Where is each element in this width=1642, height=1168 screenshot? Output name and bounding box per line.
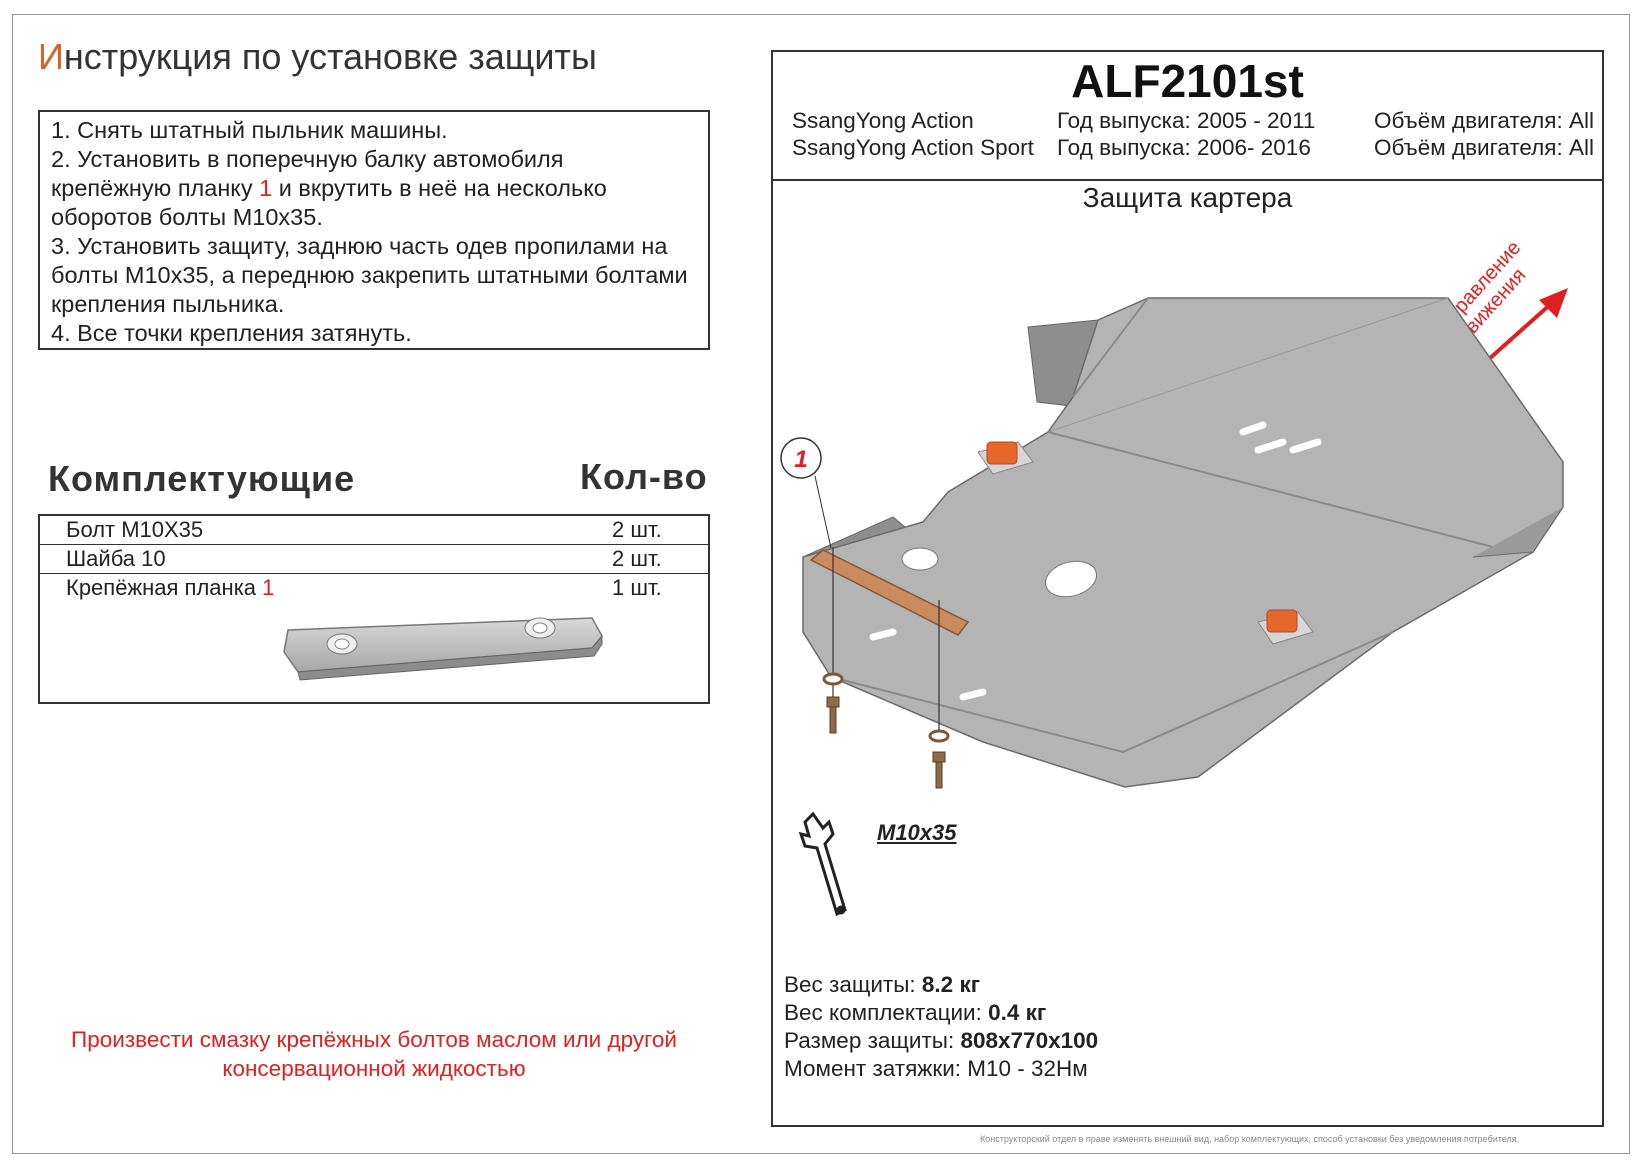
spec-kit-weight: Вес комплектации: 0.4 кг [784,1000,1047,1025]
divider [773,179,1602,181]
quantity-header: Кол-во [580,456,708,497]
parts-header: Комплектующие [48,458,356,499]
product-subtitle: Защита картера [1082,182,1293,213]
crankcase-shield-drawing: 1 [780,297,1564,917]
vehicle-model: SsangYong Action [792,108,974,133]
parts-row: Болт М10Х35 2 шт. [40,516,708,545]
instruction-steps: 1. Снять штатный пыльник машины. 2. Уста… [38,110,710,350]
callout-number: 1 [794,446,807,473]
part-qty: 2 шт. [612,546,662,571]
step-2-line-2: крепёжную планку 1 и вкрутить в неё на н… [51,175,607,201]
part-name: Шайба 10 [66,546,166,571]
part-qty: 2 шт. [612,517,662,542]
spec-size: Размер защиты: 808х770х100 [784,1028,1099,1053]
part-name: Болт М10Х35 [66,517,204,542]
vehicle-engine: Объём двигателя: All [1374,135,1594,160]
bolt-icon [928,729,950,789]
bolt-label: M10x35 [877,820,957,845]
part-number-ref: 1 [262,575,275,600]
footer-note: Конструкторский отдел в праве изменять в… [980,1134,1520,1144]
parts-row: Крепёжная планка 1 1 шт. [40,574,708,602]
step-1: 1. Снять штатный пыльник машины. [51,117,448,143]
page-title: Инструкция по установке защиты [38,36,597,77]
vehicle-year: Год выпуска: 2006- 2016 [1057,135,1311,160]
parts-row: Шайба 10 2 шт. [40,545,708,574]
mounting-plate-illustration [283,617,603,681]
step-3-line-3: крепления пыльника. [51,291,285,317]
step-3-line-2: болты М10х35, а переднюю закрепить штатн… [51,262,688,288]
parts-table: Болт М10Х35 2 шт. Шайба 10 2 шт. Крепёжная… [38,514,710,704]
bolt-icon [822,672,844,734]
lubrication-warning: Произвести смазку крепёжных болтов масло… [71,1027,677,1081]
callout-marker [780,437,822,479]
spec-torque: Момент затяжки: М10 - 32Нм [784,1056,1088,1081]
vehicle-engine: Объём двигателя: All [1374,108,1594,133]
rubber-plug [1257,609,1314,645]
product-panel: ALF2101st SsangYong Action Год выпуска: … [771,50,1604,1127]
step-2-line-1: 2. Установить в поперечную балку автомоб… [51,146,564,172]
page-frame [12,14,1630,1154]
vehicle-year: Год выпуска: 2005 - 2011 [1057,108,1316,133]
spec-weight: Вес защиты: 8.2 кг [784,972,981,997]
step-3-line-1: 3. Установить защиту, заднюю часть одев … [51,233,668,259]
wrench-icon [798,811,847,917]
part-name: Крепёжная планка [66,575,263,600]
part-number-ref: 1 [259,175,273,201]
step-4: 4. Все точки крепления затянуть. [51,320,412,346]
part-qty: 1 шт. [612,575,662,600]
rubber-plug [977,441,1034,475]
product-code: ALF2101st [1071,55,1304,107]
vehicle-model: SsangYong Action Sport [792,135,1034,160]
step-2-line-3: оборотов болты М10х35. [51,204,323,230]
